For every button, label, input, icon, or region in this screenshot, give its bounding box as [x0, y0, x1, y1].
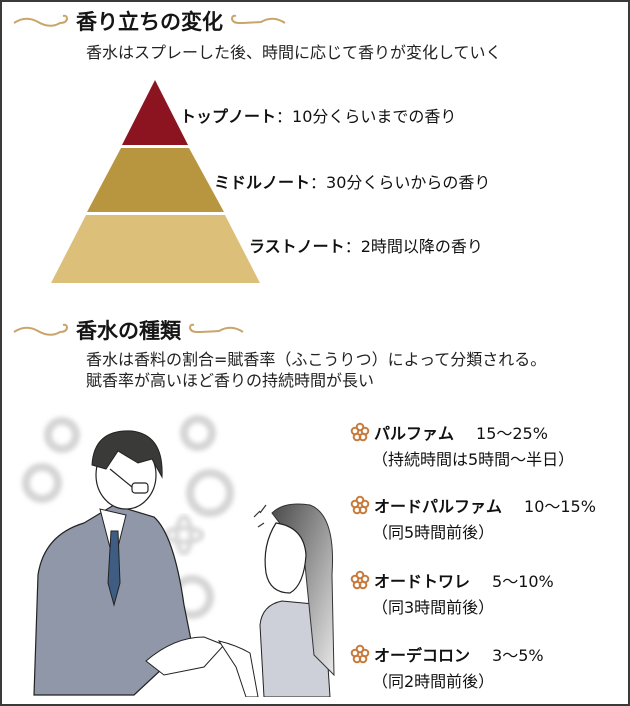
pyramid-top-layer: [122, 80, 188, 145]
flower-bullet-icon: [350, 495, 370, 515]
type-name: オーデコロン: [374, 646, 471, 665]
woman-hand: [217, 640, 259, 697]
flower-bullet-icon: [350, 644, 370, 664]
note-label-last: ラストノート：2時間以降の香り: [249, 233, 483, 257]
note-label-top: トップノート：10分くらいまでの香り: [180, 103, 456, 127]
type-name: パルファム: [374, 424, 455, 443]
type-duration: （同2時間前後）: [372, 672, 495, 691]
perfume-type-eau-de-parfum: オードパルファム 10～15% （同5時間前後）: [350, 493, 596, 543]
type-percent: 10～15%: [524, 497, 596, 516]
flower-bullet-icon: [350, 422, 370, 442]
note-label-middle: ミドルノート：30分くらいからの香り: [214, 169, 490, 193]
section2-line1: 香水は香料の割合=賦香率（ふこうりつ）によって分類される。: [86, 350, 547, 369]
swirl-right-icon: [188, 323, 244, 334]
type-percent: 15～25%: [476, 424, 548, 443]
note-name: ラストノート: [249, 237, 345, 256]
section-title: 香り立ちの変化: [76, 9, 223, 34]
perfume-type-eau-de-cologne: オーデコロン 3～5% （同2時間前後）: [350, 642, 544, 692]
note-name: ミドルノート: [214, 173, 311, 192]
type-percent: 5～10%: [492, 572, 554, 591]
type-name: オードトワレ: [374, 572, 471, 591]
type-duration: （同3時間前後）: [372, 598, 495, 617]
man-hair: [91, 430, 163, 479]
type-duration: （持続時間は5時間～半日）: [372, 450, 575, 469]
note-desc: ：10分くらいまでの香り: [276, 107, 457, 126]
man-hands: [145, 636, 225, 676]
note-desc: ：30分くらいからの香り: [310, 173, 491, 192]
perfume-gift-illustration: [22, 415, 335, 697]
swirl-left-icon: [13, 14, 69, 27]
type-name: オードパルファム: [374, 497, 503, 516]
fragrance-note-pyramid: [51, 80, 260, 283]
note-name: トップノート: [180, 107, 277, 126]
swirl-right-icon: [230, 14, 286, 25]
section-title: 香水の種類: [76, 318, 181, 343]
pyramid-middle-layer: [87, 148, 224, 212]
swirl-left-icon: [13, 323, 69, 336]
section2-line2: 賦香率が高いほど香りの持続時間が長い: [86, 371, 375, 390]
section-subtitle: 香水はスプレーした後、時間に応じて香りが変化していく: [86, 43, 502, 62]
flower-bullet-icon: [350, 570, 370, 590]
type-percent: 3～5%: [492, 646, 544, 665]
section-header-scent-change: 香り立ちの変化: [12, 6, 287, 36]
section-header-perfume-types: 香水の種類: [12, 315, 245, 345]
perfume-type-parfum: パルファム 15～25% （持続時間は5時間～半日）: [350, 420, 574, 470]
type-duration: （同5時間前後）: [372, 523, 495, 542]
pyramid-bottom-layer: [51, 215, 260, 283]
note-desc: ：2時間以降の香り: [344, 237, 483, 256]
woman-face: [264, 522, 307, 594]
woman-hair: [271, 503, 335, 677]
perfume-type-eau-de-toilette: オードトワレ 5～10% （同3時間前後）: [350, 568, 554, 618]
